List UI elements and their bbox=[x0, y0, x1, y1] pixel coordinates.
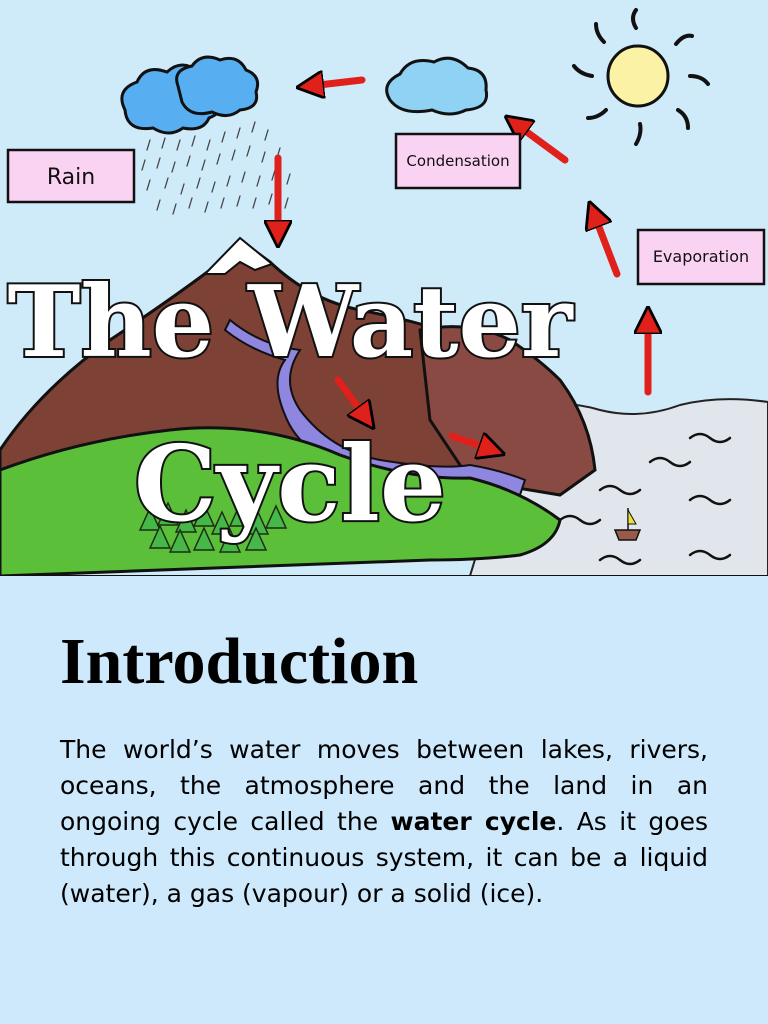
sun-icon bbox=[572, 8, 710, 146]
water-cycle-illustration: Rain Condensation Evaporation The Water … bbox=[0, 8, 768, 576]
intro-heading: Introduction bbox=[60, 625, 419, 698]
svg-text:Evaporation: Evaporation bbox=[653, 247, 749, 266]
intro-text-part1: The world’s water moves between lakes, r… bbox=[60, 735, 708, 836]
svg-text:Condensation: Condensation bbox=[406, 152, 509, 170]
intro-text-part2: . As it goes through this continuous sys… bbox=[60, 807, 708, 908]
svg-text:Rain: Rain bbox=[47, 165, 95, 190]
mountain-right bbox=[418, 325, 597, 497]
arrow-icon bbox=[278, 80, 648, 450]
evaporation-label: Evaporation bbox=[636, 228, 766, 286]
illustration-title-line1: The Water bbox=[8, 265, 574, 380]
intro-paragraph: The world’s water moves between lakes, r… bbox=[60, 732, 708, 912]
condensation-label: Condensation bbox=[394, 132, 522, 190]
grassland bbox=[0, 426, 562, 576]
rain-label: Rain bbox=[6, 148, 136, 204]
wave-icon bbox=[558, 432, 732, 566]
illustration-title-line2: Cycle bbox=[134, 422, 446, 545]
cloud-icon bbox=[120, 55, 489, 135]
intro-text-bold: water cycle bbox=[390, 807, 557, 836]
boat-icon bbox=[613, 508, 642, 541]
tree-icon bbox=[138, 501, 288, 553]
raindrops-icon bbox=[141, 121, 291, 215]
snow-cap bbox=[202, 236, 275, 275]
